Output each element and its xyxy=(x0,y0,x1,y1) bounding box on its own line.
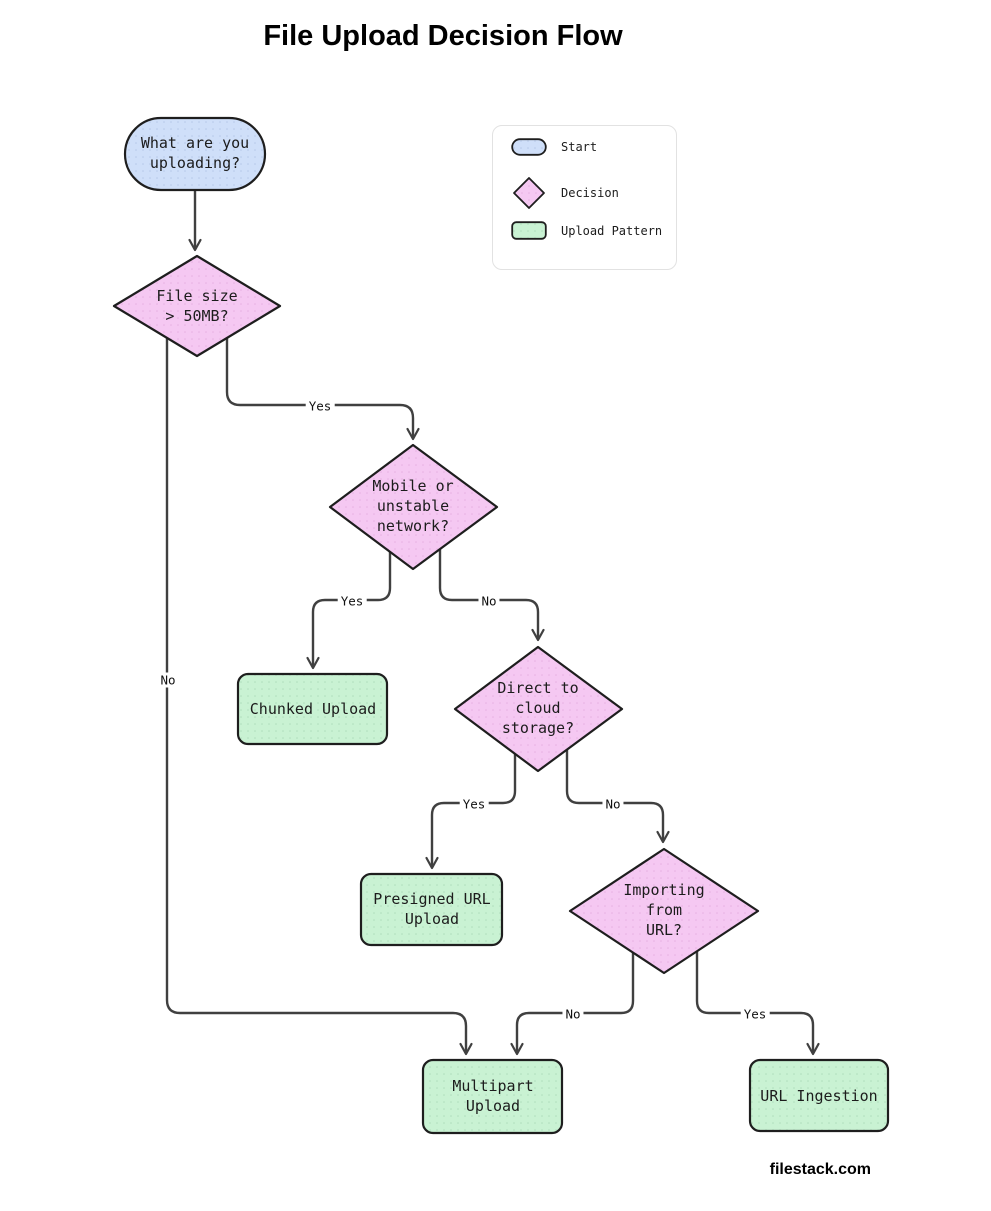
node-chunked-label: Chunked Upload xyxy=(249,700,377,718)
edge-label-filesize-yes: Yes xyxy=(305,398,335,414)
edge-label-mobile-no: No xyxy=(478,593,500,609)
legend-label-decision: Decision xyxy=(561,186,619,200)
node-filesize-shape xyxy=(112,254,282,358)
node-multipart-label: Multipart Upload xyxy=(452,1077,534,1115)
edge-filesize-yes xyxy=(225,328,420,441)
node-url-ingestion-shape xyxy=(748,1058,890,1133)
node-start-label: What are you uploading? xyxy=(140,134,250,172)
page-title: File Upload Decision Flow xyxy=(263,20,623,52)
edge-label-cloud-no: No xyxy=(602,796,624,812)
edge-importing-yes xyxy=(695,943,820,1056)
node-url-ingestion-label: URL Ingestion xyxy=(760,1087,878,1105)
node-filesize-label: File size > 50MB? xyxy=(156,287,238,325)
edge-label-importing-no: No xyxy=(562,1006,584,1022)
node-cloud-shape xyxy=(453,645,624,773)
edge-label-filesize-no: No xyxy=(157,672,179,688)
edge-label-mobile-yes: Yes xyxy=(337,593,367,609)
node-cloud-label: Direct to cloud storage? xyxy=(497,679,579,737)
legend-item-start: Start xyxy=(511,138,597,156)
node-start-shape xyxy=(123,116,267,192)
node-presigned-shape xyxy=(359,872,504,947)
upload-pattern-legend-icon xyxy=(511,221,547,240)
node-mobile-label: Mobile or unstable network? xyxy=(372,477,454,535)
legend-item-upload-pattern: Upload Pattern xyxy=(511,221,662,240)
node-importing-label: Importing from URL? xyxy=(623,881,705,939)
node-mobile-shape xyxy=(328,443,499,571)
decision-legend-icon xyxy=(511,176,547,210)
node-presigned-label: Presigned URL Upload xyxy=(373,890,491,928)
edge-filesize-no xyxy=(165,328,473,1056)
edge-importing-no xyxy=(510,943,635,1056)
legend-label-start: Start xyxy=(561,140,598,154)
edge-label-importing-yes: Yes xyxy=(740,1006,770,1022)
legend-label-upload-pattern: Upload Pattern xyxy=(561,223,663,238)
node-importing-shape xyxy=(568,847,760,975)
node-chunked-shape xyxy=(236,672,389,746)
legend: Start Decision Upload Pattern xyxy=(492,125,677,270)
edge-cloud-no xyxy=(565,748,670,844)
edge-label-cloud-yes: Yes xyxy=(459,796,489,812)
legend-item-decision: Decision xyxy=(511,176,619,210)
node-multipart-shape xyxy=(421,1058,564,1135)
brand-watermark: filestack.com xyxy=(769,1161,871,1178)
start-legend-icon xyxy=(511,138,547,156)
